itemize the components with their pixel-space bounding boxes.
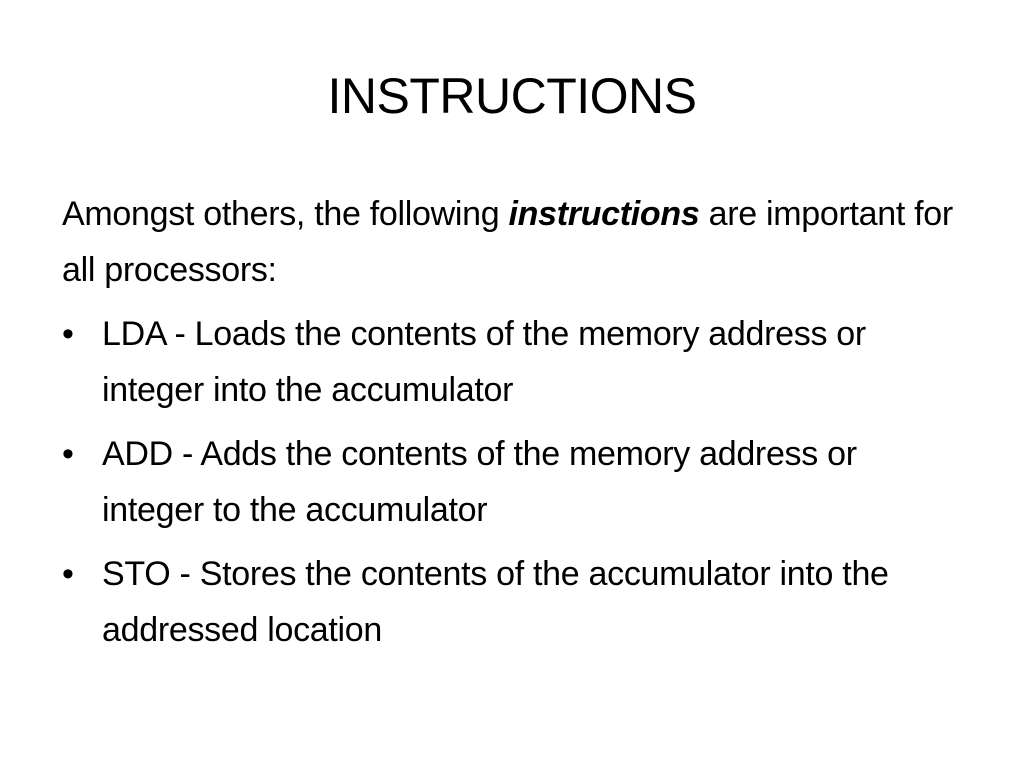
bullet-list: • LDA - Loads the contents of the memory… xyxy=(62,306,962,658)
bullet-text: STO - Stores the contents of the accumul… xyxy=(102,555,889,649)
bullet-icon: • xyxy=(62,555,74,593)
bullet-icon: • xyxy=(62,315,74,353)
bullet-icon: • xyxy=(62,435,74,473)
intro-text-after: are important for all processors: xyxy=(62,195,953,289)
bullet-text: LDA - Loads the contents of the memory a… xyxy=(102,315,866,409)
intro-emphasis: instructions xyxy=(508,195,700,233)
bullet-item-lda: • LDA - Loads the contents of the memory… xyxy=(62,306,962,418)
slide-title: INSTRUCTIONS xyxy=(327,68,698,124)
intro-paragraph: Amongst others, the following instructio… xyxy=(62,186,962,298)
bullet-item-add: • ADD - Adds the contents of the memory … xyxy=(62,426,962,538)
intro-text-before: Amongst others, the following xyxy=(62,195,509,233)
bullet-text: ADD - Adds the contents of the memory ad… xyxy=(102,435,857,529)
bullet-item-sto: • STO - Stores the contents of the accum… xyxy=(62,546,962,658)
slide-body: Amongst others, the following instructio… xyxy=(62,186,962,658)
